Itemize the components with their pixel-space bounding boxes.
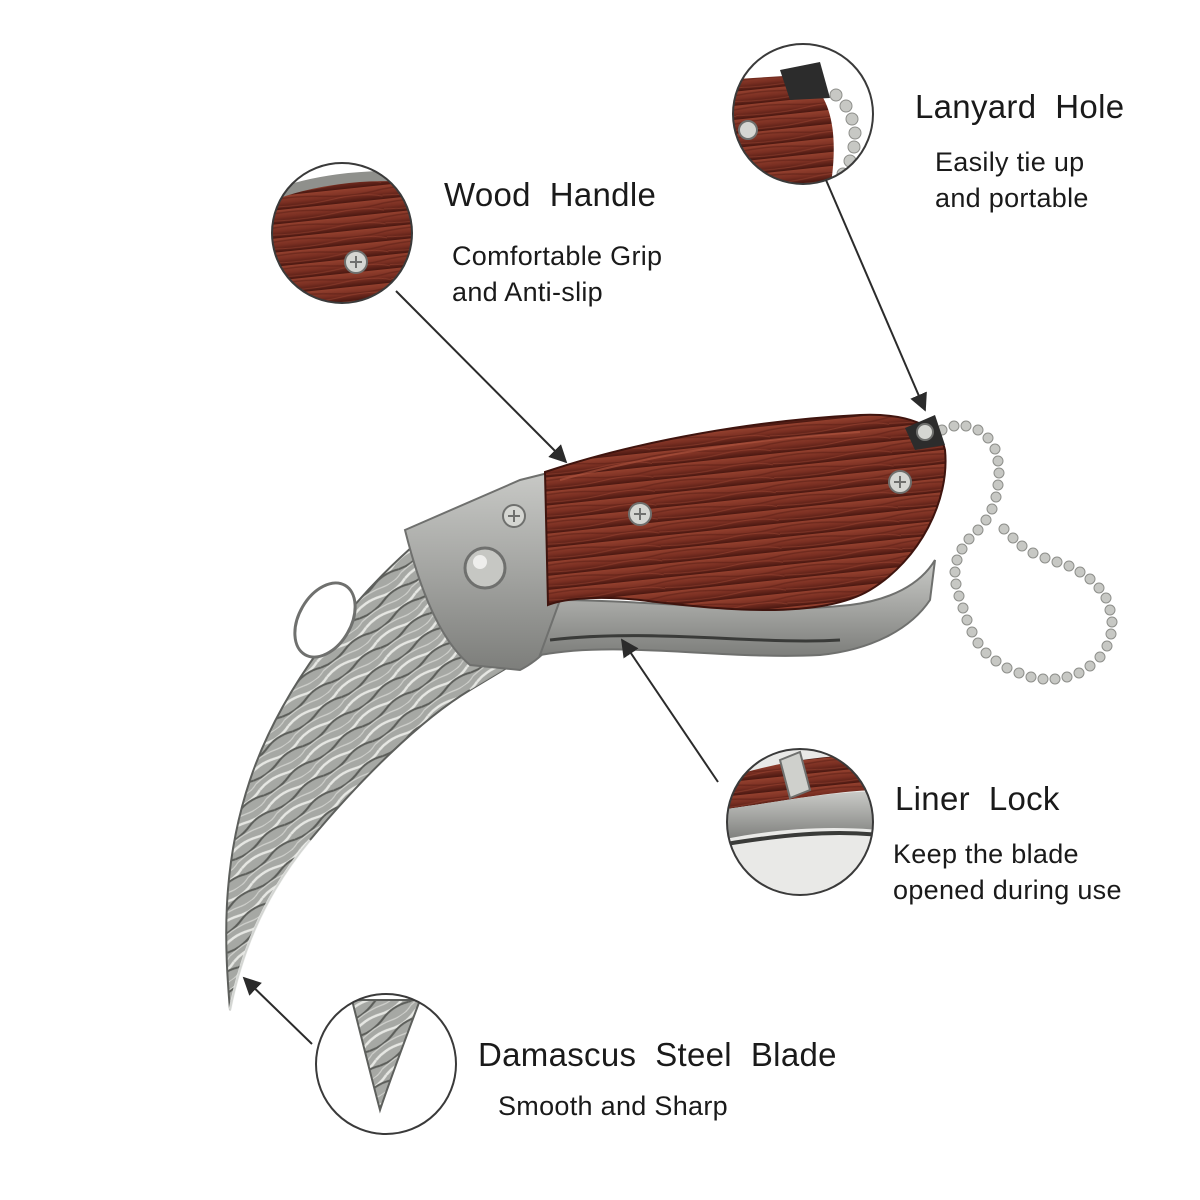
wood-handle-description: Comfortable Grip and Anti-slip [452,238,662,310]
wood-handle-scale [543,413,947,611]
ball-chain-icon [936,420,1118,685]
wood-handle-desc-line: and Anti-slip [452,277,603,307]
blade-title: Damascus Steel Blade [478,1036,837,1073]
callout-wood-handle [271,162,413,304]
liner-lock-title: Liner Lock [895,780,1060,817]
lanyard-hole-description: Easily tie up and portable [935,144,1089,216]
wood-handle-desc-line: Comfortable Grip [452,241,663,271]
blade-desc-line: Smooth and Sharp [498,1091,728,1121]
lanyard-hole-desc-line: Easily tie up [935,147,1085,177]
wood-handle-title: Wood Handle [444,176,657,213]
callout-lanyard-hole [732,43,874,185]
blade-hole [293,581,357,659]
knife [225,413,1118,1011]
lanyard-hole-title: Lanyard Hole [915,88,1125,125]
thumb-stud-icon [463,546,507,590]
liner-lock-desc-line: opened during use [893,875,1122,905]
lanyard-hole-desc-line: and portable [935,183,1089,213]
screw-icon [502,423,934,528]
liner-lock-description: Keep the blade opened during use [893,836,1122,908]
callout-liner-lock [726,748,874,896]
liner-lock-desc-line: Keep the blade [893,839,1079,869]
arrow-icon [242,179,927,1045]
blade-description: Smooth and Sharp [498,1088,728,1124]
callout-blade-tip [315,993,457,1135]
